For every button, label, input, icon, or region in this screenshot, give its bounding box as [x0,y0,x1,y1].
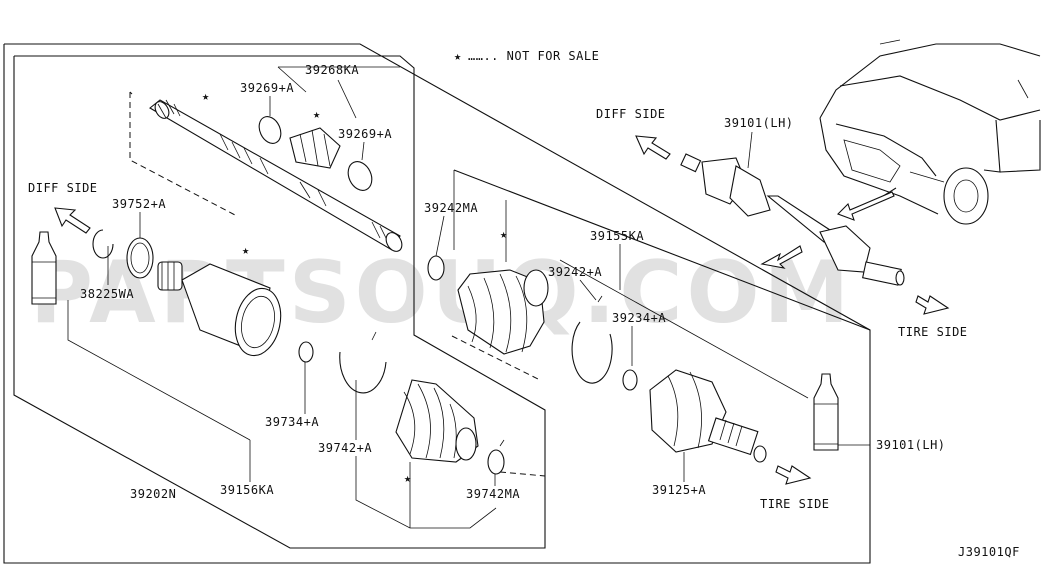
label-39742A[interactable]: 39742+A [318,441,372,455]
clamp-39742MA-icon [487,449,505,475]
grease-tube-right-icon [813,373,839,451]
label-39269A-top[interactable]: 39269+A [240,81,294,95]
not-for-sale-star: ★ [313,107,321,121]
outer-cv-joint [649,369,767,463]
label-38225WA[interactable]: 38225WA [80,287,134,301]
direction-tire-side-right: TIRE SIDE [898,325,968,339]
snap-ring-39734-icon [298,341,314,363]
label-39734A[interactable]: 39734+A [265,415,319,429]
grease-tube-left-icon [31,231,57,305]
inner-joint-housing: ★ [157,243,282,357]
clamp-39242-icon [571,321,613,384]
diff-side-arrow-right-icon [635,135,671,160]
legend-star-icon: ★ [454,49,462,63]
snap-ring-icon [92,229,114,259]
not-for-sale-star: ★ [500,227,508,241]
label-39101LH-right[interactable]: 39101(LH) [876,438,946,452]
label-39269A-right[interactable]: 39269+A [338,127,392,141]
label-39155KA[interactable]: 39155KA [590,229,644,243]
direction-diff-side-left: DIFF SIDE [28,181,98,195]
diff-side-arrow-icon [54,207,91,234]
label-39101LH-top[interactable]: 39101(LH) [724,116,794,130]
inner-frame [13,55,546,549]
diagram-code: J39101QF [958,545,1020,559]
not-for-sale-star: ★ [202,89,210,103]
arrow-icon [760,245,803,269]
label-39268KA[interactable]: 39268KA [305,63,359,77]
inner-boot-kit: ★ [258,107,373,191]
clamp-39242MA-icon [427,255,445,281]
drive-shaft-assembly [680,153,905,286]
direction-diff-side-right: DIFF SIDE [596,107,666,121]
label-39234A[interactable]: 39234+A [612,311,666,325]
label-39202N[interactable]: 39202N [130,487,176,501]
direction-tire-side-bottom: TIRE SIDE [760,497,830,511]
drive-shaft: ★ [129,89,403,252]
not-for-sale-star: ★ [404,471,412,485]
not-for-sale-star: ★ [242,243,250,257]
outer-boot-center: ★ [457,227,549,355]
snap-ring-39234-icon [622,369,638,391]
label-39125A[interactable]: 39125+A [652,483,706,497]
vehicle-front-icon [819,39,1041,225]
legend: ★ …….. NOT FOR SALE [454,49,599,63]
legend-text: …….. NOT FOR SALE [468,49,599,63]
tire-side-arrow-bottom-icon [775,465,812,485]
outer-frame [3,43,871,564]
outer-boot-lower [395,379,479,463]
clamp-39742-icon [339,351,387,394]
label-39742MA[interactable]: 39742MA [466,487,520,501]
tire-side-arrow-right-icon [915,295,950,315]
label-39242MA[interactable]: 39242MA [424,201,478,215]
label-39242A[interactable]: 39242+A [548,265,602,279]
label-39156KA[interactable]: 39156KA [220,483,274,497]
label-39752A[interactable]: 39752+A [112,197,166,211]
